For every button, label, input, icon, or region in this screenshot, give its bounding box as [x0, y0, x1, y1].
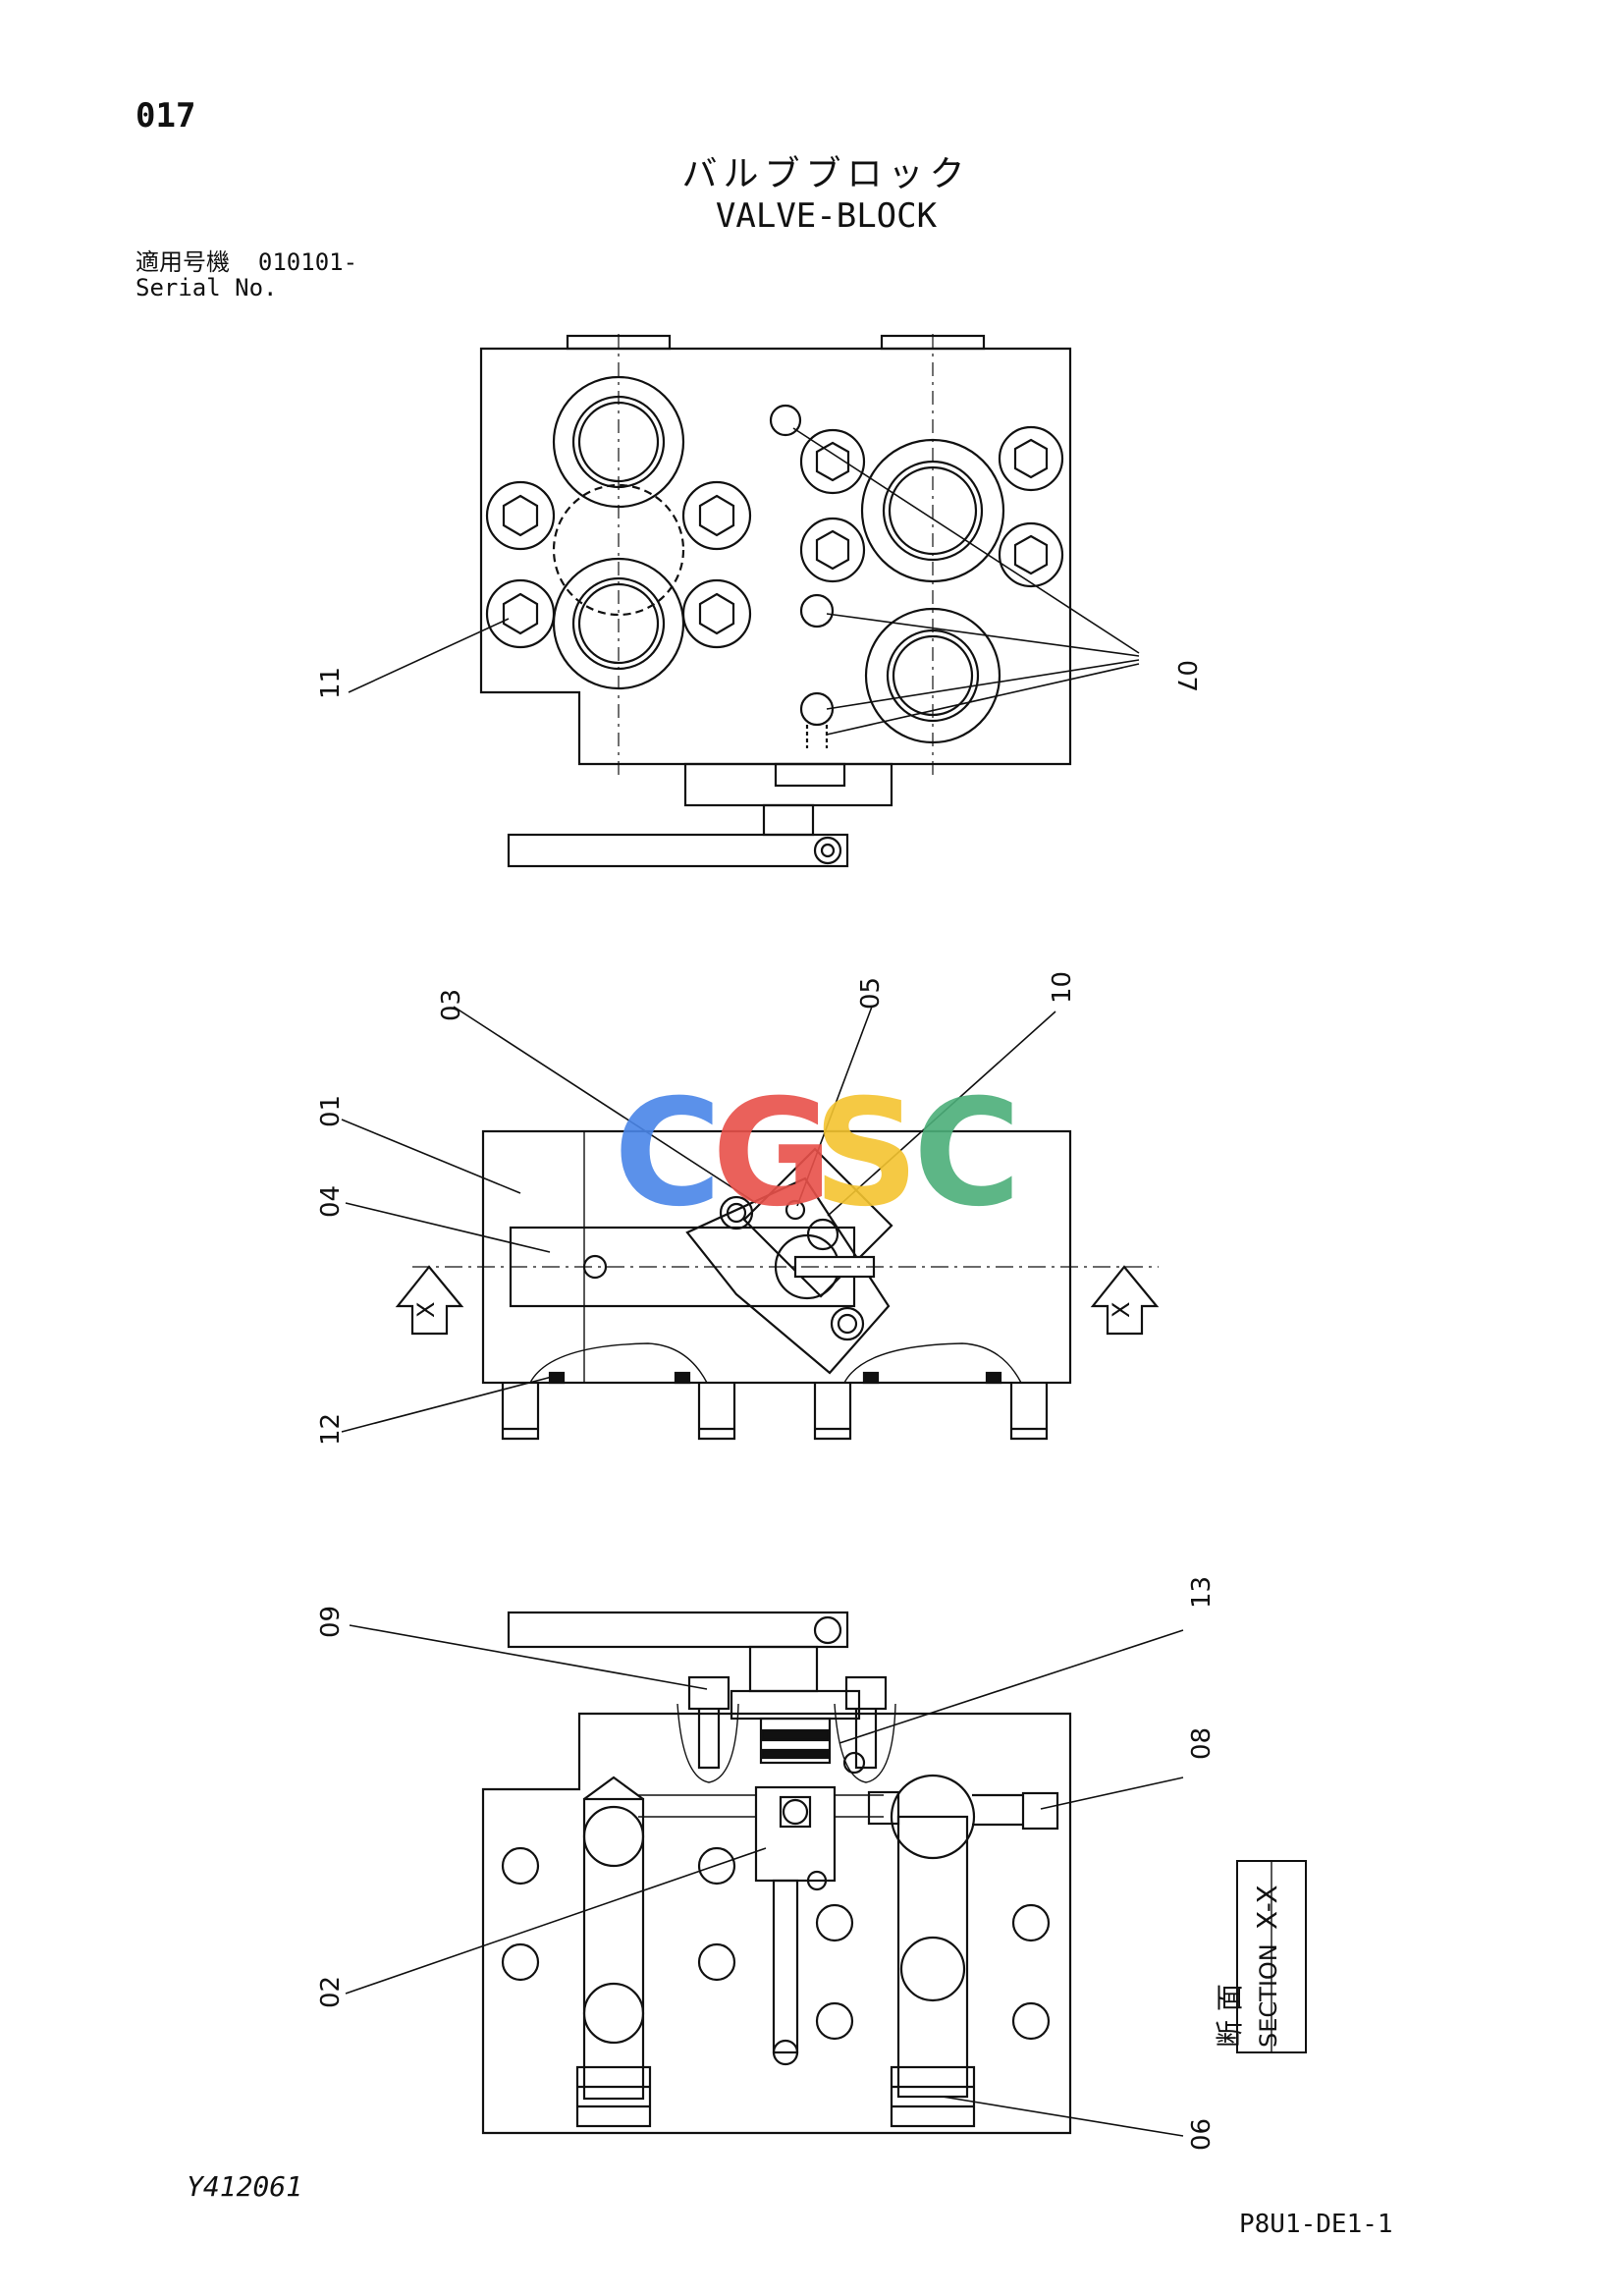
- section-label-en: SECTION: [1255, 1943, 1282, 2048]
- bolt-right-a: [799, 428, 866, 495]
- callout-10: 10: [1048, 971, 1077, 1004]
- page-number: 017: [135, 96, 196, 136]
- footer-right-code: P8U1-DE1-1: [1239, 2210, 1393, 2239]
- section-bolt-right: [834, 1675, 896, 1783]
- section-arrow-right: X: [1090, 1265, 1160, 1336]
- section-bore-right-top: [890, 1774, 976, 1860]
- callout-08: 08: [1187, 1727, 1217, 1760]
- front-valve-outline: [685, 1176, 891, 1375]
- callout-09: 09: [316, 1606, 346, 1638]
- callout-05: 05: [856, 977, 886, 1010]
- front-stud-2: [697, 1383, 736, 1441]
- top-stem: [762, 803, 815, 837]
- watermark-letter-c2: C: [913, 1068, 1021, 1239]
- top-lever-pin: [813, 836, 842, 865]
- plug-07-a: [769, 404, 802, 437]
- port-hidden: [552, 483, 685, 617]
- watermark-letter-g: G: [712, 1068, 833, 1239]
- bolt-upper-mid: [681, 480, 752, 551]
- section-marker-right: X: [1108, 1302, 1135, 1318]
- callout-06: 06: [1187, 2118, 1217, 2151]
- section-spool-body: [754, 1785, 837, 1883]
- serial-label-en: Serial No.: [135, 274, 278, 301]
- title-japanese: バルブブロック: [681, 154, 971, 194]
- front-stud-4: [1009, 1383, 1049, 1441]
- callout-07: 07: [1171, 660, 1201, 692]
- callout-12: 12: [316, 1413, 346, 1446]
- top-lever-pin-inner: [820, 843, 836, 858]
- serial-value: 010101-: [257, 248, 358, 276]
- watermark-logo: C G S C: [614, 1068, 1021, 1239]
- callout-13: 13: [1187, 1576, 1217, 1609]
- top-plug: [774, 762, 846, 788]
- bolt-lower-left: [485, 578, 556, 649]
- plug-07-c: [799, 691, 835, 727]
- port-large-upper-right: [860, 438, 1005, 583]
- section-view: [345, 1611, 1184, 2137]
- section-arrow-left: X: [395, 1265, 464, 1336]
- callout-02: 02: [316, 1976, 346, 2008]
- top-view-body: [479, 347, 1072, 766]
- watermark-letter-c1: C: [614, 1068, 722, 1239]
- section-bore-left: [582, 1797, 645, 2101]
- bolt-right-d: [998, 521, 1064, 588]
- front-view: X X: [341, 1006, 1160, 1441]
- top-view: [348, 334, 1140, 868]
- title-english: VALVE-BLOCK: [715, 196, 938, 236]
- serial-label-jp: 適用号機: [135, 248, 230, 276]
- front-view-body: [481, 1129, 1072, 1385]
- bolt-upper-left: [485, 480, 556, 551]
- bolt-lower-mid: [681, 578, 752, 649]
- section-spool-rod: [772, 1879, 799, 2054]
- bolt-right-b: [799, 517, 866, 583]
- bolt-right-c: [998, 425, 1064, 492]
- section-lever: [507, 1611, 849, 1649]
- port-large-upper-left: [552, 375, 685, 509]
- front-stud-3: [813, 1383, 852, 1441]
- top-lever: [507, 833, 849, 868]
- section-label-name: X-X: [1251, 1885, 1283, 1930]
- section-marker-left: X: [412, 1302, 440, 1318]
- section-bolt-left: [676, 1675, 739, 1783]
- callout-11: 11: [316, 667, 346, 699]
- callout-04: 04: [316, 1185, 346, 1218]
- section-body: [481, 1712, 1072, 2135]
- front-stud-1: [501, 1383, 540, 1441]
- serial-block: 適用号機 010101- Serial No.: [135, 249, 357, 301]
- footer-left-code: Y412061: [187, 2170, 303, 2203]
- callout-03: 03: [437, 989, 466, 1021]
- watermark-letter-s: S: [813, 1068, 919, 1239]
- section-label: 断 面 SECTION X-X: [1214, 1860, 1307, 2053]
- callout-01: 01: [316, 1095, 346, 1127]
- serial-row: 適用号機 010101-: [135, 249, 357, 275]
- section-label-jp: 断 面: [1214, 1984, 1246, 2048]
- port-large-lower-right: [864, 607, 1001, 744]
- port-large-lower-left: [552, 557, 685, 690]
- plug-07-b: [799, 593, 835, 629]
- section-plug-08: [1021, 1791, 1059, 1831]
